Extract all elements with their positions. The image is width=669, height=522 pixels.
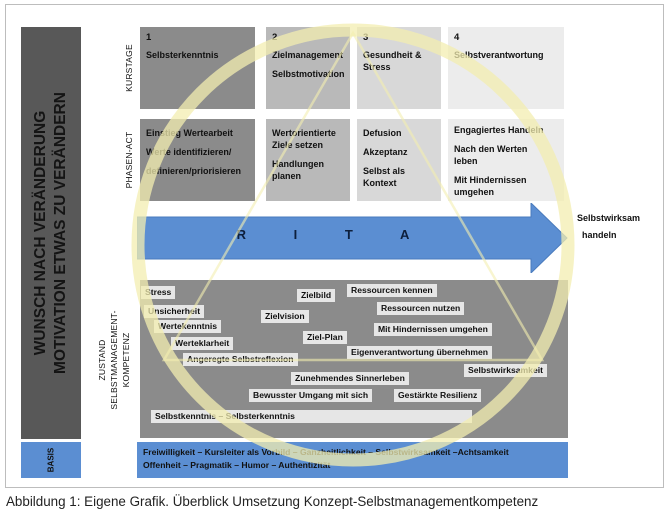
phase-2: Wertorientierte Ziele setzen Handlungen … xyxy=(266,119,350,201)
phase-4-line-4: Mit Hindernissen xyxy=(454,175,527,185)
phase-4: Engagiertes Handeln Nach den Werten lebe… xyxy=(448,119,564,201)
figure-caption: Abbildung 1: Eigene Grafik. Überblick Um… xyxy=(6,494,539,509)
kurstag-3: 3 Gesundheit & Stress xyxy=(357,27,441,109)
outcome-label: Selbstwirksam handeln xyxy=(577,210,640,244)
row-label-phasen: PHASEN-ACT xyxy=(124,131,134,189)
tag-werteklarheit: Werteklarheit xyxy=(171,337,234,350)
kurstag-4: 4 Selbstverantwortung xyxy=(448,27,564,109)
tag-gestaerkte-resilienz: Gestärkte Resilienz xyxy=(394,389,482,402)
tag-sinnerleben: Zunehmendes Sinnerleben xyxy=(291,372,409,385)
tag-zielvision: Zielvision xyxy=(261,310,309,323)
motivation-line-1: WUNSCH NACH VERÄNDERUNG xyxy=(32,110,49,356)
phase-3-line-4: Kontext xyxy=(363,178,397,188)
kurstag-4-title: Selbstverantwortung xyxy=(454,50,544,60)
tag-ziel-plan: Ziel-Plan xyxy=(303,331,347,344)
phase-1-line-3: definieren/priorisieren xyxy=(146,166,242,176)
phase-2-line-4: planen xyxy=(272,171,302,181)
phase-4-line-1: Engagiertes Handeln xyxy=(454,125,544,135)
figure-frame xyxy=(5,4,664,488)
tag-stress: Stress xyxy=(141,286,176,299)
tag-selbstwirksamkeit: Selbstwirksamkeit xyxy=(464,364,547,377)
outcome-line-1: Selbstwirksam xyxy=(577,213,641,223)
basis-label-box: BASIS xyxy=(21,442,81,478)
row-label-kurstage: KURSTAGE xyxy=(124,44,134,92)
outcome-line-2: handeln xyxy=(582,230,617,240)
basis-bar: Freiwilligkeit – Kursleiter als Vorbild … xyxy=(137,442,568,478)
zustand-line-2: SELBSTMANAGEMENT- xyxy=(109,310,119,410)
kurstag-2-title: Zielmanagement xyxy=(272,50,344,60)
phase-2-line-3: Handlungen xyxy=(272,159,324,169)
zustand-line-3: KOMPETENZ xyxy=(121,332,131,388)
phase-2-line-1: Wertorientierte xyxy=(272,128,336,138)
rita-label: R I T A xyxy=(236,227,432,242)
basis-label: BASIS xyxy=(46,447,56,473)
kurstag-4-num: 4 xyxy=(454,32,460,43)
tag-selbstkenntnis: Selbstkenntnis – Selbsterkenntnis xyxy=(151,410,472,423)
motivation-panel: WUNSCH NACH VERÄNDERUNG MOTIVATION ETWAS… xyxy=(21,27,81,439)
kurstag-2-title2: Selbstmotivation xyxy=(272,69,345,79)
phase-4-line-2: Nach den Werten xyxy=(454,144,528,154)
basis-line-2: Offenheit – Pragmatik – Humor – Authenti… xyxy=(143,460,331,470)
row-label-zustand: ZUSTAND SELBSTMANAGEMENT- KOMPETENZ xyxy=(96,282,136,438)
phase-3-line-2: Akzeptanz xyxy=(363,147,408,157)
motivation-text: WUNSCH NACH VERÄNDERUNG MOTIVATION ETWAS… xyxy=(31,92,71,374)
kurstag-3-num: 3 xyxy=(363,32,369,43)
tag-unsicherheit: Unsicherheit xyxy=(144,305,205,318)
kurstag-2-num: 2 xyxy=(272,32,278,43)
kurstag-2: 2 Zielmanagement Selbstmotivation xyxy=(266,27,350,109)
zustand-line-1: ZUSTAND xyxy=(97,339,107,381)
motivation-line-2: MOTIVATION ETWAS ZU VERÄNDERN xyxy=(52,92,69,374)
phase-3-line-1: Defusion xyxy=(363,128,402,138)
tag-bewusster-umgang: Bewusster Umgang mit sich xyxy=(249,389,373,402)
phase-1-line-1: Einstieg Wertearbeit xyxy=(146,128,233,138)
tag-ressourcen-kennen: Ressourcen kennen xyxy=(347,284,437,297)
phase-4-line-3: leben xyxy=(454,156,478,166)
phase-1-line-2: Werte identifizieren/ xyxy=(146,147,232,157)
kurstag-1-num: 1 xyxy=(146,32,152,43)
tag-ressourcen-nutzen: Ressourcen nutzen xyxy=(377,302,465,315)
phase-2-line-2: Ziele setzen xyxy=(272,140,324,150)
phase-4-line-5: umgehen xyxy=(454,187,495,197)
tag-eigenverantwortung: Eigenverantwortung übernehmen xyxy=(347,346,493,359)
tag-wertekenntnis: Wertekenntnis xyxy=(154,320,222,333)
phase-3-line-3: Selbst als xyxy=(363,166,406,176)
phase-3: Defusion Akzeptanz Selbst als Kontext xyxy=(357,119,441,201)
kurstag-1-title: Selbsterkenntnis xyxy=(146,50,219,60)
basis-line-1: Freiwilligkeit – Kursleiter als Vorbild … xyxy=(143,447,509,457)
phase-1: Einstieg Wertearbeit Werte identifiziere… xyxy=(140,119,255,201)
tag-angeregte-selbstreflexion: Angeregte Selbstreflexion xyxy=(183,353,298,366)
kurstag-3-title: Gesundheit & xyxy=(363,50,422,60)
kurstag-1: 1 Selbsterkenntnis xyxy=(140,27,255,109)
tag-mit-hindernissen-umgehen: Mit Hindernissen umgehen xyxy=(374,323,492,336)
kurstag-3-title2: Stress xyxy=(363,62,391,72)
tag-zielbild: Zielbild xyxy=(297,289,336,302)
